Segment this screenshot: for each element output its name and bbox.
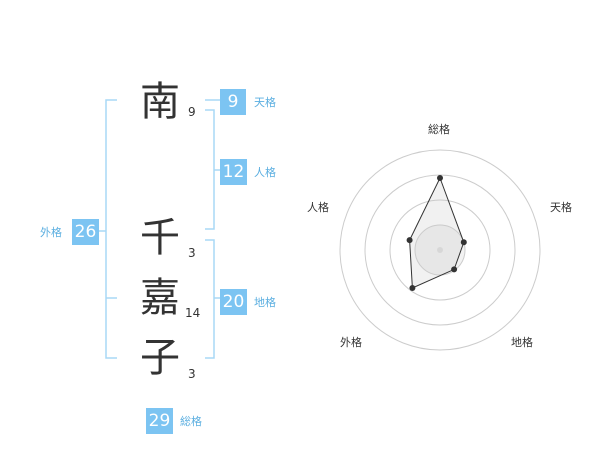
- jinkaku-value: 12: [220, 159, 247, 185]
- radar-axis-label-gaikaku: 外格: [340, 336, 362, 349]
- radar-axis-label-chikaku: 地格: [511, 336, 533, 349]
- radar-point-0: [437, 175, 443, 181]
- name-char-2: 千: [140, 215, 180, 261]
- name-char-3: 嘉: [140, 275, 180, 321]
- jinkaku-label: 人格: [254, 166, 276, 179]
- tenkaku-value: 9: [220, 89, 246, 115]
- radar-axis-label-jinkaku: 人格: [307, 201, 329, 214]
- radar-point-3: [409, 285, 416, 291]
- radar-ring-2: [389, 199, 491, 301]
- radar-axis-label-tenkaku: 天格: [550, 201, 572, 214]
- name-char-1: 南: [140, 79, 180, 125]
- soukaku-label: 総格: [180, 415, 202, 428]
- gaikaku-value: 26: [72, 219, 99, 245]
- gaikaku-label: 外格: [40, 226, 62, 239]
- radar-axis-label-soukaku: 総格: [428, 123, 450, 136]
- name-char-4: 子: [140, 335, 180, 381]
- radar-point-2: [451, 266, 458, 273]
- radar-point-4: [406, 237, 413, 244]
- radar-center: [437, 247, 443, 253]
- stroke-count-4: 3: [188, 367, 196, 381]
- chikaku-value: 20: [220, 289, 247, 315]
- radar-point-1: [460, 239, 467, 246]
- stroke-count-1: 9: [188, 105, 196, 119]
- stroke-count-2: 3: [188, 246, 196, 260]
- stroke-count-3: 14: [185, 306, 201, 320]
- radar-ring-4: [339, 149, 541, 351]
- gaikaku-bracket: [105, 99, 117, 359]
- chikaku-label: 地格: [254, 296, 276, 309]
- chikaku-bracket: [205, 239, 215, 359]
- soukaku-value: 29: [146, 408, 173, 434]
- radar-series-polygon: [409, 176, 465, 289]
- tenkaku-label: 天格: [254, 96, 276, 109]
